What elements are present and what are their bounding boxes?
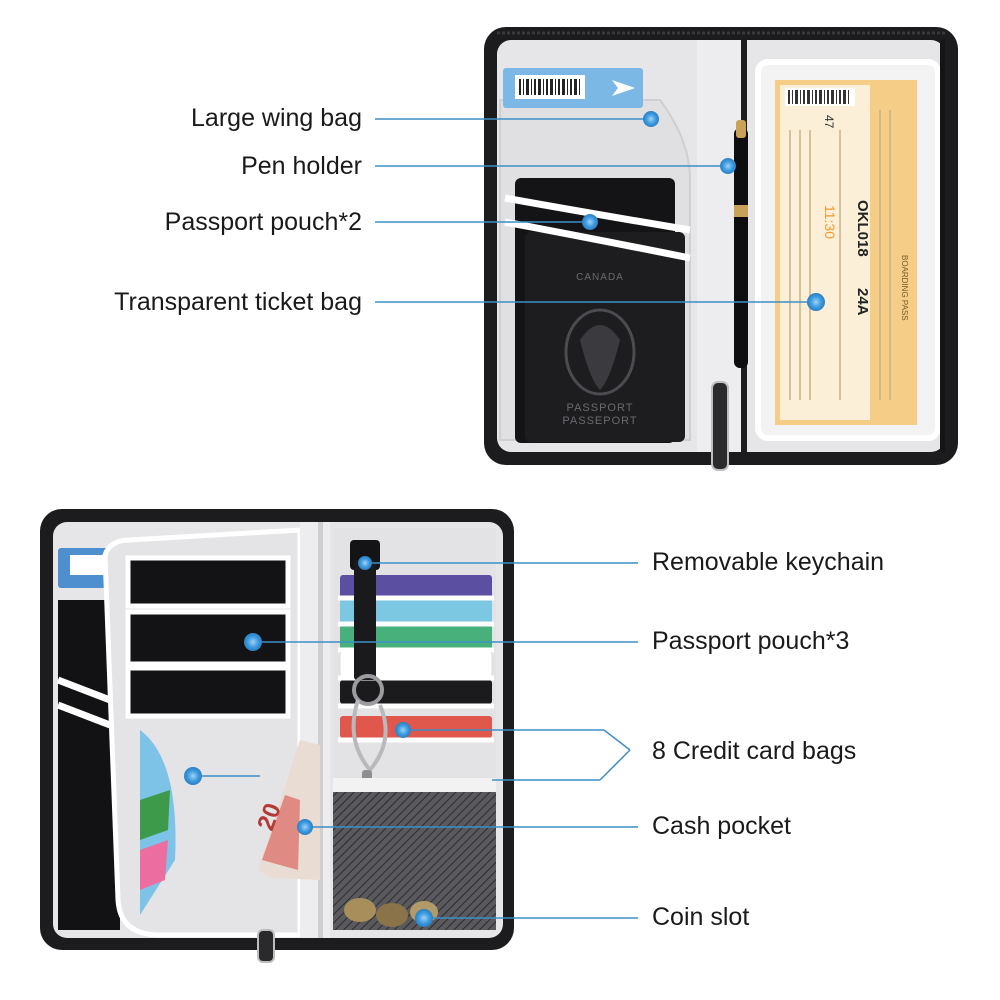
passport-pouch-1	[125, 555, 291, 609]
credit-card-slots	[338, 575, 494, 743]
label-passport-pouch-3: Passport pouch*3	[652, 627, 850, 655]
passport-country: CANADA	[576, 272, 624, 283]
callout-dot-keychain	[358, 556, 372, 570]
label-transparent-ticket-bag: Transparent ticket bag	[114, 288, 362, 316]
top-zipper-pull[interactable]	[711, 381, 729, 471]
callout-dot-credit-card	[395, 722, 411, 738]
callout-dot-flap	[184, 767, 202, 785]
bottom-wallet: 20	[40, 509, 514, 963]
callout-lines	[193, 118, 816, 919]
callout-dot-ticket-bag	[807, 293, 825, 311]
label-large-wing-bag: Large wing bag	[191, 104, 362, 132]
callout-dot-passport-pouch-bottom	[244, 633, 262, 651]
callout-dot-pen-holder	[720, 158, 736, 174]
callout-dot-passport-pouch-top	[582, 214, 598, 230]
boarding-pass: OKL018 24A 11:30 47 BOARDING PASS	[775, 80, 917, 425]
callout-line-credit-card-2	[603, 729, 631, 751]
boarding-pass-flight: OKL018	[854, 200, 871, 257]
label-pen-holder: Pen holder	[241, 152, 362, 180]
pen	[734, 120, 748, 368]
callout-line-credit-card-4	[599, 749, 631, 781]
label-credit-card-bags: 8 Credit card bags	[652, 737, 857, 765]
boarding-pass-time: 11:30	[822, 205, 838, 239]
callout-dots	[184, 111, 825, 927]
boarding-pass-gate: 47	[822, 115, 836, 129]
top-wallet: CANADA PASSPORT PASSEPORT	[484, 27, 958, 471]
top-left-ticket	[503, 68, 643, 108]
boarding-pass-header: BOARDING PASS	[900, 255, 909, 321]
boarding-pass-seat: 24A	[854, 288, 871, 316]
label-removable-keychain: Removable keychain	[652, 548, 885, 576]
passport-pouch-3	[125, 665, 291, 719]
label-coin-slot: Coin slot	[652, 903, 750, 931]
passport-line1: PASSPORT	[567, 402, 634, 414]
label-cash-pocket: Cash pocket	[652, 812, 791, 840]
bottom-zipper-pull[interactable]	[257, 929, 275, 963]
callout-dot-cash-pocket	[297, 819, 313, 835]
passport-pouch-2	[125, 609, 291, 667]
callout-dot-coin-slot	[415, 909, 433, 927]
label-passport-pouch-2: Passport pouch*2	[164, 208, 362, 236]
callout-dot-large-wing-bag	[643, 111, 659, 127]
passport-line2: PASSEPORT	[562, 415, 637, 427]
